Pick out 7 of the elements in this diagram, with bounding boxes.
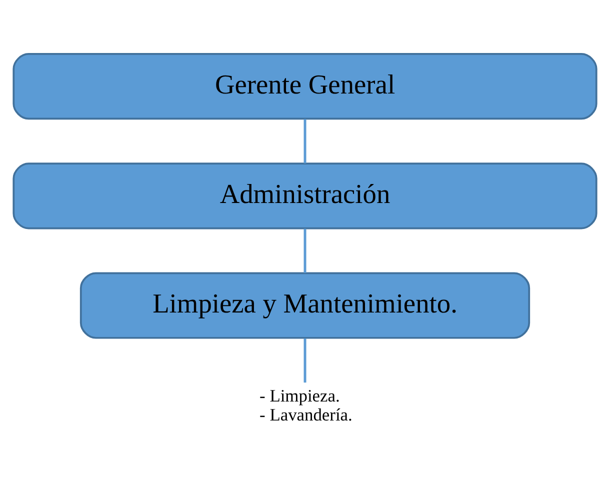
node-text: - Limpieza. - Lavandería. — [260, 385, 352, 424]
node-box: Gerente General — [12, 52, 598, 120]
connector — [304, 118, 306, 163]
node-box: Limpieza y Mantenimiento. — [80, 272, 530, 338]
connector — [304, 228, 306, 272]
node-box: Administración — [12, 162, 598, 229]
connector — [304, 338, 306, 382]
